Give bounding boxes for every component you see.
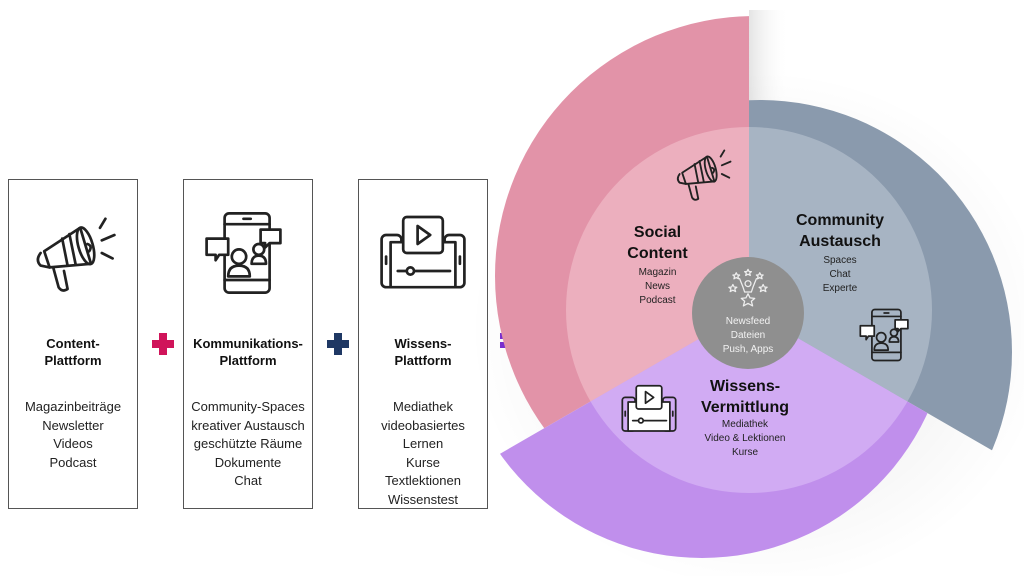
social-content-items: Magazin News Podcast [610, 266, 705, 308]
box-item: Newsletter [42, 417, 104, 433]
box-item: Kurse [406, 454, 440, 470]
box-items: Community-Spaces kreativer Austausch ges… [184, 398, 312, 491]
box-title-line: Plattform [219, 353, 277, 368]
box-item: Magazinbeiträge [24, 399, 122, 414]
box-title-line: Plattform [394, 353, 452, 368]
box-title-line: Plattform [44, 353, 102, 368]
box-item: Community-Spaces [191, 399, 305, 414]
plus-bar-horizontal [152, 340, 174, 348]
segment-title-line: Community [796, 212, 884, 229]
box-item: Podcast [49, 454, 97, 470]
box-item: Lernen [402, 436, 444, 451]
segment-item: News [644, 281, 670, 292]
box-item: Videos [53, 436, 93, 451]
box-items: Mediathek videobasiertes Lernen Kurse Te… [359, 398, 487, 509]
segment-item: Spaces [823, 255, 857, 266]
box-item: videobasiertes [381, 417, 465, 433]
center-hub [692, 257, 804, 369]
community-exchange-title: Community Austausch [780, 210, 900, 252]
plus-operator [152, 333, 174, 355]
segment-item: Chat [829, 269, 851, 280]
box-item: Mediathek [393, 399, 453, 414]
megaphone-icon [671, 143, 733, 205]
content-platform-box: Content- Plattform Magazinbeiträge Newsl… [8, 179, 138, 509]
segment-item: Video & Lektionen [704, 433, 786, 444]
plus-operator [327, 333, 349, 355]
segment-title-line: Wissens- [709, 378, 781, 395]
plus-bar-horizontal [327, 340, 349, 348]
box-item: geschützte Räume [193, 436, 303, 451]
segment-item: Experte [822, 283, 858, 294]
knowledge-transfer-items: Mediathek Video & Lektionen Kurse [690, 418, 800, 460]
center-items: Newsfeed Dateien Push, Apps [703, 315, 793, 357]
box-title: Content- Plattform [9, 335, 137, 369]
box-title: Kommunikations- Plattform [184, 335, 312, 369]
knowledge-transfer-title: Wissens- Vermittlung [695, 376, 795, 418]
segment-title-line: Austausch [799, 233, 881, 250]
center-item: Dateien [730, 330, 766, 341]
segment-item: Magazin [638, 267, 677, 278]
box-title-line: Kommunikations- [193, 336, 303, 351]
communication-platform-box: Kommunikations- Plattform Community-Spac… [183, 179, 313, 509]
phone-chat-users-icon [858, 306, 916, 364]
box-item: Textlektionen [385, 473, 461, 488]
community-exchange-items: Spaces Chat Experte [780, 254, 900, 296]
segment-title-line: Social [633, 224, 682, 241]
segment-item: Mediathek [721, 419, 769, 430]
center-item: Push, Apps [722, 344, 774, 355]
box-title-line: Content- [46, 336, 100, 351]
box-item: Chat [234, 473, 262, 488]
segment-item: Podcast [639, 295, 676, 306]
celebrating-person-stars-icon [727, 266, 769, 308]
center-item: Newsfeed [725, 316, 771, 327]
box-items: Magazinbeiträge Newsletter Videos Podcas… [9, 398, 137, 472]
box-item: Dokumente [214, 454, 282, 470]
segment-item: Kurse [731, 447, 759, 458]
segment-title-line: Content [627, 245, 688, 262]
box-item: kreativer Austausch [191, 417, 305, 433]
video-player-icon [620, 380, 678, 438]
social-content-title: Social Content [610, 222, 705, 264]
box-title: Wissens- Plattform [359, 335, 487, 369]
knowledge-platform-box: Wissens- Plattform Mediathek videobasier… [358, 179, 488, 509]
box-item: Wissenstest [387, 491, 459, 507]
segment-title-line: Vermittlung [700, 399, 789, 416]
box-title-line: Wissens- [394, 336, 452, 351]
